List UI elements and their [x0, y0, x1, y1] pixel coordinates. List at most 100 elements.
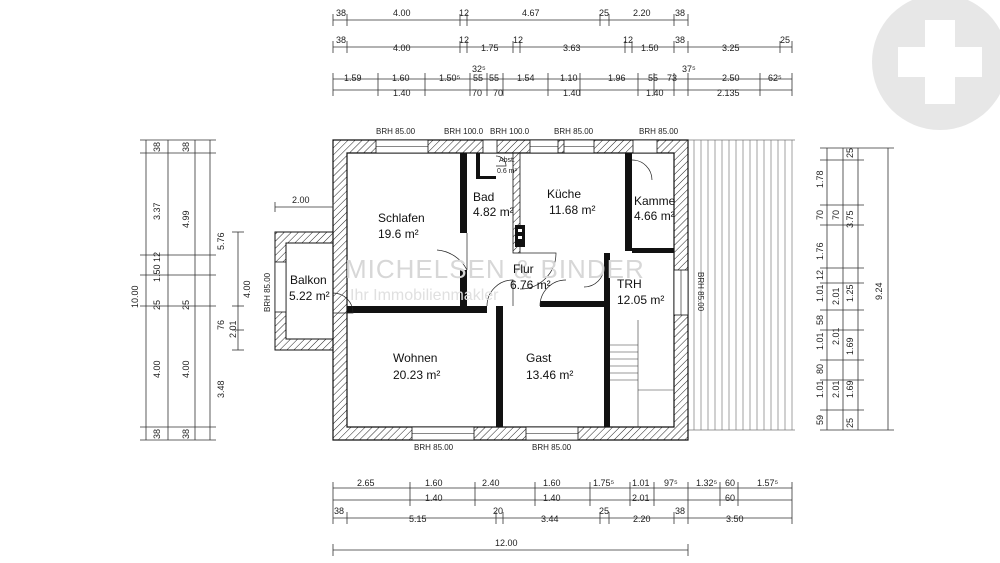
dim-left-d1: 10.00: [130, 285, 140, 308]
dim-top-r3-14: 62⁵: [768, 73, 782, 83]
dim-top-r3-13: 2.50: [722, 73, 740, 83]
dim-bottom-r1-9: 60: [725, 478, 735, 488]
room-name: Gast: [526, 351, 552, 365]
brh-top-5: BRH 85.00: [639, 127, 679, 136]
brh-bottom-2: BRH 85.00: [532, 443, 572, 452]
dim-bottom-r2-1: 1.40: [425, 493, 443, 503]
watermark-line1: MICHELSEN & BINDER: [345, 254, 645, 284]
dim-bottom-r3-6: 2.20: [633, 514, 651, 524]
dim-left-a3: 12: [152, 252, 162, 262]
room-name: Küche: [547, 187, 581, 201]
room-name: Kamme: [634, 194, 676, 208]
dim-bottom-r1-2: 1.60: [425, 478, 443, 488]
dim-right-b4: 2.01: [831, 380, 841, 398]
dim-bottom-r3-8: 3.50: [726, 514, 744, 524]
dim-bottom-r3-7: 38: [675, 506, 685, 516]
room-bad: Bad 4.82 m²: [473, 190, 514, 219]
dim-left-b2: 4.99: [181, 210, 191, 228]
dim-top-r3-2: 1.59: [344, 73, 362, 83]
dim-top-r4-6: 2.135: [717, 88, 740, 98]
dim-top-r4-1: 1.40: [393, 88, 411, 98]
dim-left-a6: 4.00: [152, 360, 162, 378]
dim-top-r3-9: 1.96: [608, 73, 626, 83]
watermark-line2: Ihr Immobilienmakler: [350, 287, 499, 304]
dim-top-r1-2: 4.00: [393, 8, 411, 18]
dim-bottom-r2-4: 60: [725, 493, 735, 503]
dim-top-r2-11: 25: [780, 35, 790, 45]
room-gast: Gast 13.46 m²: [526, 351, 573, 382]
room-area: 19.6 m²: [378, 227, 419, 241]
room-balkon: Balkon 5.22 m²: [289, 273, 330, 303]
dim-top-r3-4: 1.50⁵: [439, 73, 461, 83]
dim-right-a1: 1.78: [815, 170, 825, 188]
dim-bottom-r1-10: 1.57⁵: [757, 478, 779, 488]
brh-labels: BRH 85.00 BRH 100.0 BRH 100.0 BRH 85.00 …: [263, 127, 705, 452]
dim-right-a7: 1.01: [815, 332, 825, 350]
dim-right-a3: 1.76: [815, 242, 825, 260]
dim-top-r3-7: 1.54: [517, 73, 535, 83]
brh-right: BRH 85.00: [696, 272, 705, 312]
dim-bottom-r3-1: 38: [334, 506, 344, 516]
watermark: MICHELSEN & BINDER Ihr Immobilienmakler: [345, 254, 645, 304]
room-wohnen: Wohnen 20.23 m²: [393, 351, 440, 382]
dim-top-r3-1: 32⁵: [472, 64, 486, 74]
room-area: 13.46 m²: [526, 368, 573, 382]
room-name: Flur: [513, 262, 534, 276]
dim-right-a6: 58: [815, 315, 825, 325]
dimension-lines-right: 1.78 70 1.76 12 1.01 58 1.01 80 1.01 59 …: [815, 147, 894, 431]
dim-top-r3-8: 1.10: [560, 73, 578, 83]
dim-right-c2: 1.25: [845, 284, 855, 302]
room-flur: Flur 6.76 m²: [510, 262, 551, 292]
terrace: [688, 140, 795, 430]
dim-top-r4-4: 1.40: [563, 88, 581, 98]
dim-top-r3-3: 1.60: [392, 73, 410, 83]
dim-left-e2: 76: [216, 320, 226, 330]
dim-left-a7: 38: [152, 429, 162, 439]
room-kueche: Küche 11.68 m²: [547, 187, 595, 217]
dim-left-c2: 3.48: [216, 380, 226, 398]
dim-right-c3: 1.69: [845, 337, 855, 355]
room-name: Wohnen: [393, 351, 437, 365]
dim-left-c1: 5.76: [216, 232, 226, 250]
dim-left-b5: 38: [181, 429, 191, 439]
brh-top-1: BRH 85.00: [376, 127, 416, 136]
dim-right-c1: 3.75: [845, 210, 855, 228]
dim-bottom-r1-5: 1.75⁵: [593, 478, 615, 488]
dim-bottom-r1-4: 1.60: [543, 478, 561, 488]
dim-bottom-r2-3: 2.01: [632, 493, 650, 503]
dim-top-r3-12: 37⁵: [682, 64, 696, 74]
dim-left-e1: 4.00: [242, 280, 252, 298]
room-name: Bad: [473, 190, 494, 204]
brh-top-3: BRH 100.0: [490, 127, 530, 136]
room-area: 4.82 m²: [473, 205, 514, 219]
dimension-lines-bottom: 2.65 1.60 2.40 1.60 1.75⁵ 1.01 97⁵ 1.32⁵…: [332, 478, 793, 556]
dimension-lines-left: 38 3.37 12 1.50 25 4.00 38 38 4.99 25 4.…: [130, 139, 252, 441]
dim-top-r4-5: 1.40: [646, 88, 664, 98]
dim-left-b3: 25: [181, 300, 191, 310]
dim-right-d1: 9.24: [874, 282, 884, 300]
room-name: TRH: [617, 277, 642, 291]
dim-right-c4: 1.69: [845, 380, 855, 398]
dim-top-r2-10: 3.25: [722, 43, 740, 53]
dim-left-e3: 2.01: [228, 320, 238, 338]
dim-top-r2-4: 1.75: [481, 43, 499, 53]
dim-bottom-r2-2: 1.40: [543, 493, 561, 503]
dim-top-r1-1: 38: [336, 8, 346, 18]
brh-top-4: BRH 85.00: [554, 127, 594, 136]
room-area: 0.6 m²: [497, 168, 518, 175]
dim-top-r4-3: 70: [493, 88, 503, 98]
dim-bottom-r1-6: 1.01: [632, 478, 650, 488]
dim-right-c5: 25: [845, 418, 855, 428]
dim-right-b3: 2.01: [831, 327, 841, 345]
dim-balcony-width: 2.00: [274, 195, 334, 212]
dim-bottom-r3-3: 20: [493, 506, 503, 516]
dim-left-b4: 4.00: [181, 360, 191, 378]
logo: [872, 0, 1000, 130]
dim-right-a2: 70: [815, 210, 825, 220]
dim-right-a10: 59: [815, 415, 825, 425]
dim-left-a4: 1.50: [152, 264, 162, 282]
room-name: Schlafen: [378, 211, 425, 225]
dim-top-r2-3: 12: [459, 35, 469, 45]
dim-top-r2-1: 38: [336, 35, 346, 45]
room-trh: TRH 12.05 m²: [617, 277, 664, 307]
